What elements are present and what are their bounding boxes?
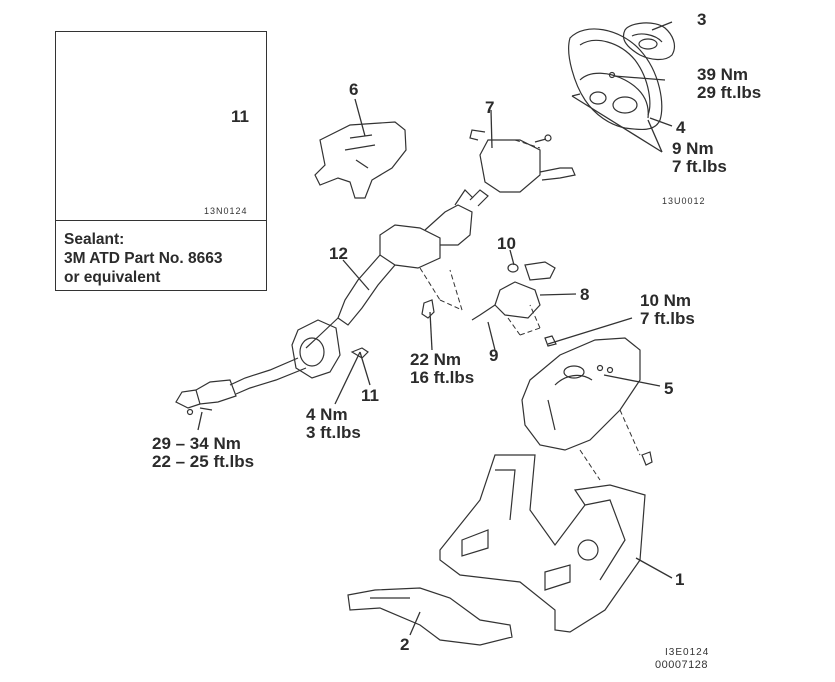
column-bolt-drawing — [421, 299, 435, 319]
torque-nm: 9 Nm — [672, 139, 714, 158]
part-label-1: 1 — [675, 570, 685, 589]
support-bracket-drawing — [439, 454, 646, 633]
part-label-3: 3 — [697, 10, 707, 29]
torque-nm: 22 Nm — [410, 350, 462, 369]
torque-ftlbs: 7 ft.lbs — [672, 157, 727, 176]
part-label-6: 6 — [349, 80, 359, 99]
inset-part-label: 11 — [231, 107, 249, 126]
torque-ftlbs: 29 ft.lbs — [697, 83, 762, 102]
sealant-title: Sealant: — [64, 231, 125, 248]
torque-nm: 4 Nm — [306, 405, 348, 424]
inset-divider — [56, 220, 266, 221]
part-label-2: 2 — [400, 635, 410, 654]
inset-figure-code: 13N0124 — [204, 206, 248, 216]
torque-ftlbs: 16 ft.lbs — [410, 368, 475, 387]
torque-steering-wheel-nut: 39 Nm 29 ft.lbs — [697, 66, 761, 102]
ignition-switch-drawing — [471, 261, 557, 347]
document-number: 00007128 — [655, 659, 708, 671]
combination-switch-drawing — [469, 129, 576, 193]
part-label-8: 8 — [580, 285, 590, 304]
torque-nm: 29 – 34 Nm — [152, 434, 241, 453]
figure-code-lower: I3E0124 00007128 — [655, 647, 709, 671]
torque-bracket-bolt: 4 Nm 3 ft.lbs — [306, 406, 361, 442]
part-label-9: 9 — [489, 346, 499, 365]
lower-column-cover-drawing — [521, 337, 653, 481]
steering-wheel-drawing — [568, 28, 663, 131]
part-label-5: 5 — [664, 379, 674, 398]
figure-code-lower-id: I3E0124 — [665, 647, 710, 658]
figure-code-upper: 13U0012 — [662, 196, 706, 206]
torque-nm: 39 Nm — [697, 65, 749, 84]
sealant-inset-panel: 11 13N0124 Sealant: 3M ATD Part No. 8663… — [55, 31, 267, 291]
torque-joint-bolt: 29 – 34 Nm 22 – 25 ft.lbs — [152, 435, 254, 471]
part-label-12: 12 — [329, 244, 348, 263]
steering-column-drawing — [175, 189, 489, 416]
torque-nm: 10 Nm — [640, 291, 692, 310]
torque-cover-screw: 10 Nm 7 ft.lbs — [640, 292, 695, 328]
part-label-4: 4 — [676, 118, 686, 137]
torque-column-bolt: 22 Nm 16 ft.lbs — [410, 351, 474, 387]
torque-ftlbs: 3 ft.lbs — [306, 423, 361, 442]
sealant-part-number: 3M ATD Part No. 8663 — [64, 250, 223, 267]
sealant-equivalent: or equivalent — [64, 269, 161, 286]
leader-lines — [197, 21, 673, 636]
torque-ftlbs: 22 – 25 ft.lbs — [152, 452, 255, 471]
part-label-10: 10 — [497, 234, 516, 253]
lower-bracket-drawing — [347, 587, 513, 646]
part-label-7: 7 — [485, 98, 495, 117]
torque-ftlbs: 7 ft.lbs — [640, 309, 695, 328]
torque-airbag-bolts: 9 Nm 7 ft.lbs — [672, 140, 727, 176]
upper-column-cover-drawing — [314, 121, 407, 199]
part-label-11: 11 — [361, 386, 379, 405]
airbag-module-drawing — [622, 22, 676, 61]
sealant-note: Sealant: 3M ATD Part No. 8663 or equival… — [64, 230, 223, 287]
